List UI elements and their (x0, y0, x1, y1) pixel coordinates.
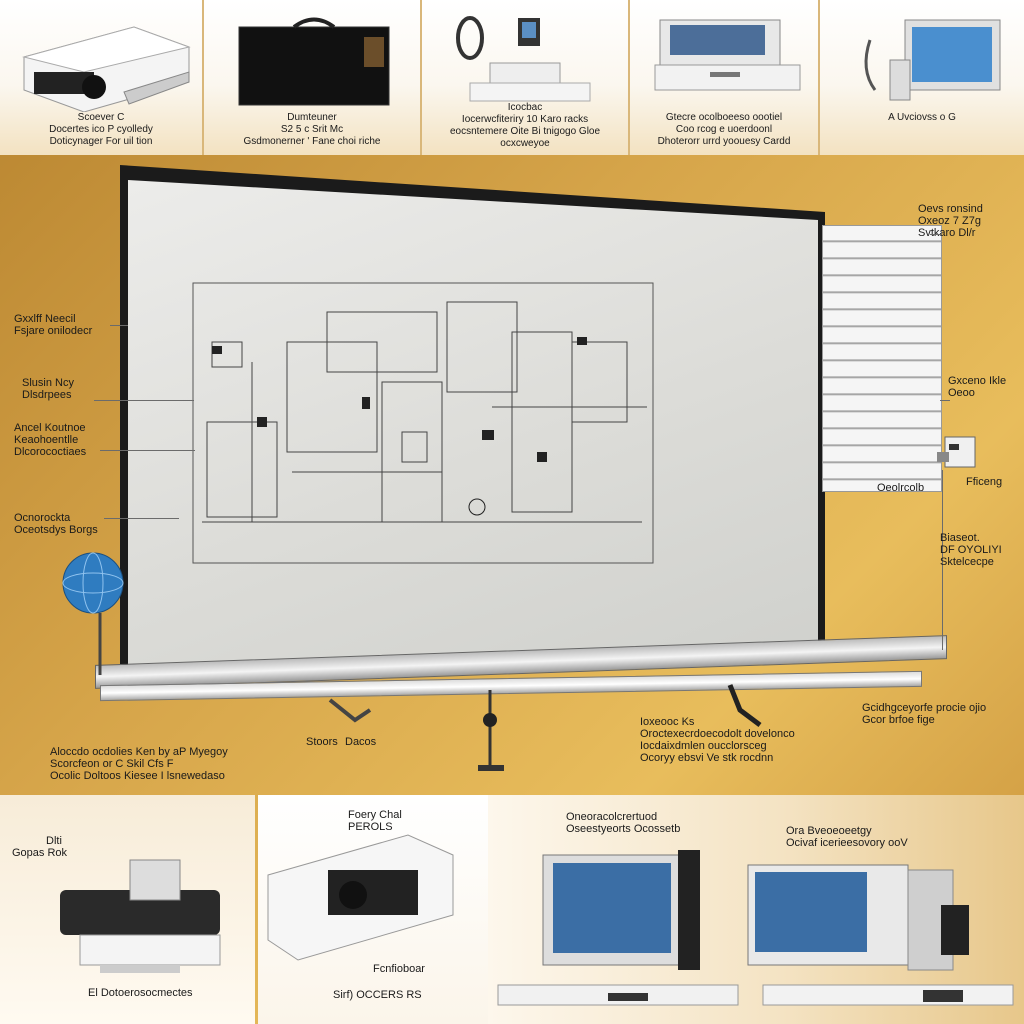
board-lower-label-1: Aloccdo ocdolies Ken by aP Myegoy Scorcf… (50, 746, 228, 782)
stand-legs (328, 684, 762, 771)
bottom-caption-2-bottom-b: Sirf) OCCERS RS (333, 989, 422, 1001)
bottom-projector-image (267, 834, 454, 961)
board-label-dacos: Dacos (345, 736, 377, 748)
top-panel-bag[interactable]: Dumteuner S2 5 c Srit Mc Gsdmonerner ' F… (204, 0, 422, 155)
leader-right-vertical (942, 470, 943, 650)
bag-image (238, 17, 390, 106)
right-label-4: Fficeng (966, 476, 1003, 488)
board-label-stoors: Stoors (306, 736, 338, 748)
workstation-2-image (747, 864, 1014, 1006)
floor-plan-diagram (192, 282, 654, 564)
board-lower-label-2: Ioxeooc Ks Oroctexecrdoecodolt dovelonco… (640, 716, 795, 764)
stapler-device-image (60, 859, 221, 973)
leader-left-4 (104, 518, 179, 519)
leader-left-1 (110, 325, 128, 326)
globe-icon (62, 552, 124, 675)
whiteboard-surface[interactable] (128, 180, 818, 680)
accessories-image (456, 16, 591, 102)
leader-right-1 (930, 234, 942, 235)
bottom-caption-1-bottom: El Dotoerosocmectes (88, 987, 193, 999)
top-panel-projector[interactable]: Scoever C Docertes ico P cyolledy Doticy… (0, 0, 204, 155)
monitor-image (864, 19, 1001, 101)
top-panel-monitor[interactable]: A Uvciovss o G (820, 0, 1024, 155)
side-rack[interactable] (822, 225, 942, 492)
top-caption-2: Dumteuner S2 5 c Srit Mc Gsdmonerner ' F… (243, 112, 381, 147)
projector-image (22, 26, 191, 112)
top-caption-1: Scoever C Docertes ico P cyolledy Doticy… (49, 112, 153, 147)
switch-device-icon (937, 436, 976, 468)
top-caption-4: Gtecre ocolboeeso oootiel Coo rcog e uoe… (657, 112, 791, 147)
leader-left-3 (100, 450, 195, 451)
printer-image (654, 19, 801, 91)
leader-right-2 (940, 400, 950, 401)
top-caption-5: A Uvciovss o G (888, 112, 956, 123)
right-label-3: Oeolrcolb (877, 482, 925, 494)
workstation-1-image (497, 850, 739, 1006)
leader-left-2 (94, 400, 194, 401)
bottom-caption-2-bottom-a: Fcnfioboar (373, 963, 425, 975)
top-caption-3: Icocbac Iocerwcfiteriry 10 Karo racks eo… (449, 102, 601, 149)
top-panel-printer[interactable]: Gtecre ocolboeeso oootiel Coo rcog e uoe… (630, 0, 820, 155)
top-panel-accessories[interactable]: Icocbac Iocerwcfiteriry 10 Karo racks eo… (422, 0, 630, 155)
